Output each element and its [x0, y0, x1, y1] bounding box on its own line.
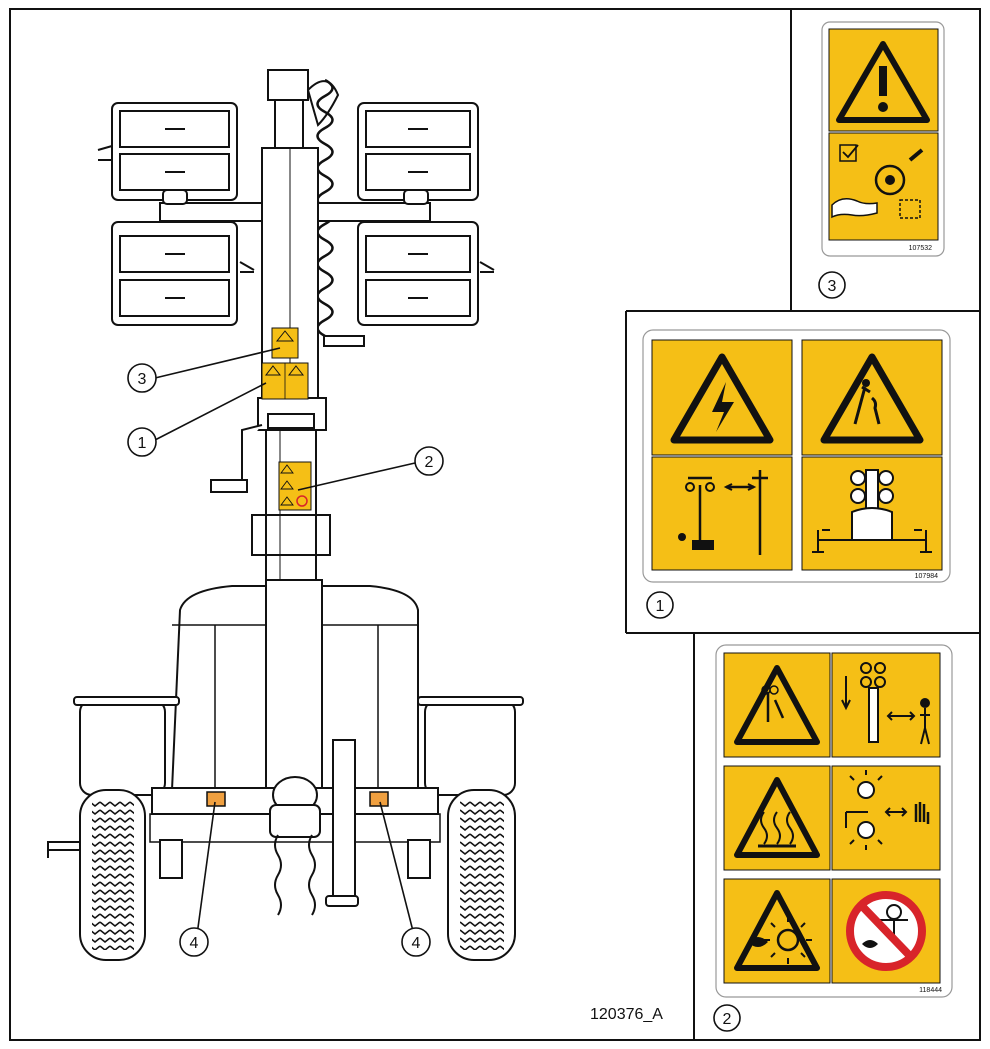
svg-text:118444: 118444 [919, 987, 942, 994]
svg-text:1: 1 [138, 435, 147, 452]
decal-2-number: 2 [713, 1004, 741, 1032]
hot-lamp-keep-away-icon [845, 770, 930, 850]
svg-text:2: 2 [425, 454, 434, 471]
svg-text:3: 3 [138, 371, 147, 388]
callout-1: 1 [127, 427, 157, 457]
gear-icon [874, 164, 906, 196]
falling-object-icon [734, 665, 820, 745]
svg-text:2: 2 [723, 1011, 732, 1028]
outriggers-icon [812, 469, 932, 553]
decal-1-detail: 107984 [642, 329, 951, 583]
light-tower-trailer-drawing [47, 69, 524, 961]
decal-2-detail: 118444 [715, 644, 953, 998]
decal-3-on-mast [271, 327, 299, 359]
electric-hazard-icon [670, 353, 774, 444]
tipover-hazard-icon [820, 353, 924, 444]
reflector-right [369, 791, 389, 807]
figure-id: 120376_A [590, 1006, 663, 1023]
warning-triangle-icon [836, 41, 930, 123]
safety-chains [274, 834, 316, 916]
callout-2: 2 [414, 446, 444, 476]
hot-surface-icon [734, 777, 820, 858]
svg-text:1: 1 [656, 598, 665, 615]
decal-1-on-mast [261, 362, 309, 400]
svg-text:3: 3 [828, 278, 837, 295]
power-line-clearance-icon [688, 470, 768, 555]
svg-text:107532: 107532 [909, 245, 932, 252]
callout-4-left: 4 [179, 927, 209, 957]
decal-2-on-mast [278, 461, 312, 511]
checkbox-icon [839, 144, 857, 162]
reflector-left [206, 791, 226, 807]
decal-3-number: 3 [818, 271, 846, 299]
callout-4-right: 4 [401, 927, 431, 957]
decal-3-detail: 107532 [821, 21, 945, 257]
decal-1-number: 1 [646, 591, 674, 619]
bright-light-eye-icon [734, 890, 820, 971]
svg-text:107984: 107984 [915, 573, 938, 580]
callout-3: 3 [127, 363, 157, 393]
hand-icon [831, 198, 878, 219]
svg-text:4: 4 [190, 935, 199, 952]
svg-text:4: 4 [412, 935, 421, 952]
clearance-distance-icon [841, 662, 930, 745]
no-look-at-light-icon [846, 891, 926, 971]
